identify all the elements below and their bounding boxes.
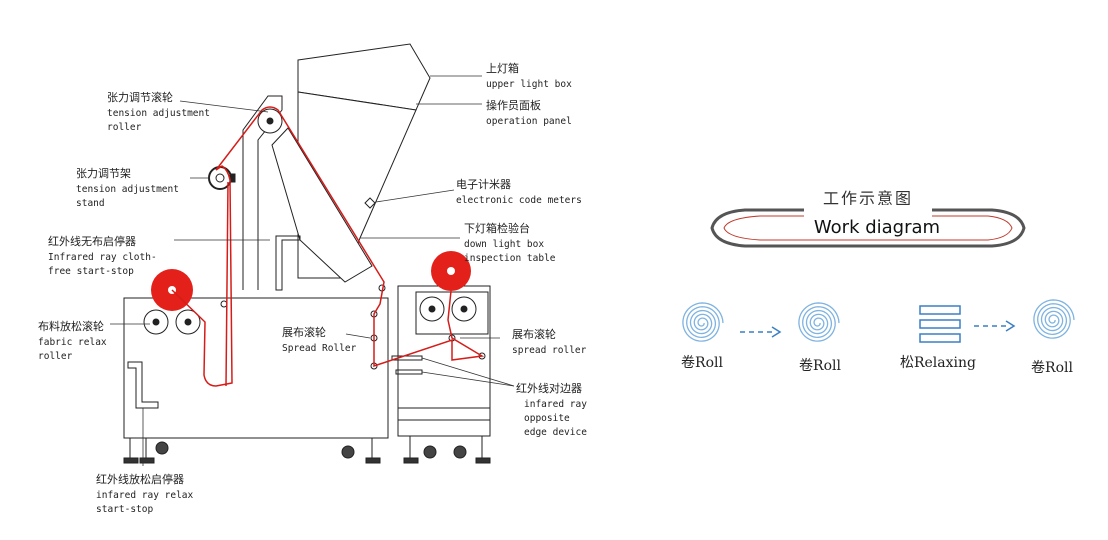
- label-upper-light-box-zh: 上灯箱: [486, 61, 519, 75]
- label-fabric-relax-zh: 布料放松滚轮: [38, 319, 104, 333]
- label-cloth-free-zh: 红外线无布启停器: [48, 234, 136, 248]
- label-down-light-box-en2: inspection table: [464, 253, 556, 264]
- step-label: 松Relaxing: [900, 355, 976, 371]
- label-relax-start-stop-en2: start-stop: [96, 504, 153, 515]
- relaxing-icon: [919, 305, 961, 343]
- fabric-path: [171, 106, 485, 387]
- work-diagram-title: 工作示意图 Work diagram: [710, 189, 1026, 248]
- work-diagram-title-en: Work diagram: [814, 217, 940, 238]
- cloth-free-bracket: [275, 235, 301, 291]
- roll-spiral-icon: [1033, 299, 1075, 339]
- label-operation-panel-en: operation panel: [486, 116, 572, 127]
- relax-start-stop-bracket: [127, 361, 159, 409]
- label-tension-roller-zh: 张力调节滚轮: [107, 90, 173, 104]
- label-tension-stand-en2: stand: [76, 198, 105, 209]
- label-edge-device-en2: opposite: [524, 413, 570, 424]
- label-spread-roller-right-en: spread roller: [512, 345, 587, 356]
- roll-spiral-icon: [682, 302, 724, 342]
- spiral-path: [798, 302, 840, 342]
- spiral-path: [1033, 299, 1075, 339]
- code-meter-shape: [364, 197, 376, 209]
- label-edge-device-en: infared ray: [524, 399, 587, 410]
- work-flow: 卷Roll 卷Roll 松Relaxing 卷Roll: [681, 299, 1075, 376]
- label-upper-light-box-en: upper light box: [486, 79, 572, 90]
- label-fabric-relax-en: fabric relax: [38, 337, 107, 348]
- title-frame-inner: [723, 215, 1013, 241]
- flow-arrow: [974, 320, 1016, 332]
- label-down-light-box-en: down light box: [464, 239, 544, 250]
- label-spread-roller-left-zh: 展布滚轮: [282, 325, 326, 339]
- flow-arrow: [740, 326, 782, 338]
- label-down-light-box-zh: 下灯箱检验台: [464, 221, 530, 235]
- label-tension-roller-en2: roller: [107, 122, 142, 133]
- label-spread-roller-right-zh: 展布滚轮: [512, 327, 556, 341]
- spiral-path: [682, 302, 724, 342]
- label-cloth-free-en: Infrared ray cloth-: [48, 252, 157, 263]
- label-edge-device-zh: 红外线对边器: [516, 381, 582, 395]
- leader-lines: [110, 75, 515, 466]
- label-fabric-relax-en2: roller: [38, 351, 73, 362]
- label-operation-panel-zh: 操作员面板: [486, 98, 541, 112]
- label-code-meters-zh: 电子计米器: [456, 178, 511, 191]
- label-spread-roller-left-en: Spread Roller: [282, 343, 357, 354]
- fabric-inspection-machine: [123, 43, 491, 464]
- label-tension-roller-en: tension adjustment: [107, 108, 210, 119]
- label-edge-device-en3: edge device: [524, 427, 587, 438]
- machine-labels: 上灯箱 upper light box 操作员面板 operation pane…: [38, 61, 587, 515]
- label-tension-stand-zh: 张力调节架: [76, 167, 131, 180]
- step-label: 卷Roll: [1031, 360, 1073, 376]
- casters: [123, 436, 491, 464]
- title-frame-outer: [710, 208, 1026, 248]
- label-code-meters-en: electronic code meters: [456, 195, 582, 206]
- operation-panel-shape: [271, 127, 373, 283]
- work-diagram-title-zh: 工作示意图: [823, 189, 913, 208]
- roll-spiral-icon: [798, 302, 840, 342]
- upper-light-box-shape: [297, 43, 431, 111]
- label-relax-start-stop-en: infared ray relax: [96, 490, 194, 501]
- label-relax-start-stop-zh: 红外线放松启停器: [96, 472, 184, 486]
- label-tension-stand-en: tension adjustment: [76, 184, 179, 195]
- step-label: 卷Roll: [799, 358, 841, 374]
- step-label: 卷Roll: [681, 355, 723, 371]
- title-frame-knockout: [804, 205, 932, 217]
- label-cloth-free-en2: free start-stop: [48, 266, 134, 277]
- frame-post: [242, 95, 283, 290]
